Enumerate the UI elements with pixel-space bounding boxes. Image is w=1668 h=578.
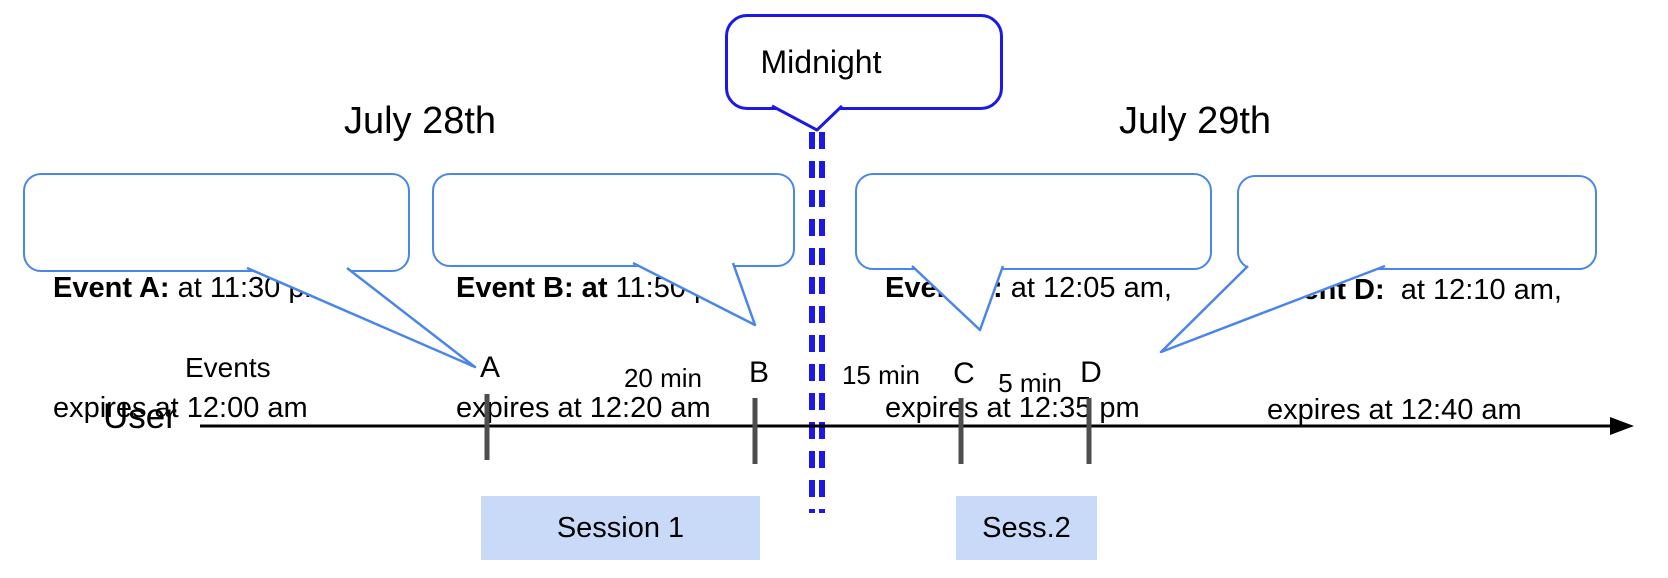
- marker-c-label: C: [953, 357, 975, 390]
- interval-5min-label: 5 min: [998, 368, 1062, 398]
- event-b-line1: Event B: at 11:50 pm,: [456, 272, 743, 304]
- session-2-label: Sess.2: [982, 511, 1071, 544]
- event-c-line1: Event C: at 12:05 am,: [885, 272, 1172, 304]
- interval-15min-label: 15 min: [841, 360, 921, 390]
- event-c-line2: expires at 12:35 pm: [885, 392, 1140, 424]
- event-d-line1: Event D: at 12:10 am,: [1267, 274, 1562, 306]
- event-d-line2: expires at 12:40 am: [1267, 394, 1522, 426]
- event-a-line2: expires at 12:00 am: [53, 392, 308, 424]
- date-heading-july-28: July 28th: [343, 100, 497, 142]
- event-b-callout: Event B: at 11:50 pm, expires at 12:20 a…: [432, 173, 795, 424]
- user-axis-label: User: [103, 397, 177, 436]
- session-1-label: Session 1: [556, 511, 685, 544]
- interval-20min-label: 20 min: [623, 363, 703, 393]
- marker-d-label: D: [1080, 356, 1102, 389]
- events-axis-label: Events: [185, 352, 271, 383]
- timeline-arrowhead-icon: [1610, 417, 1634, 435]
- marker-b-label: B: [748, 356, 769, 389]
- session-1-box: Session 1: [481, 496, 760, 560]
- event-d-callout: Event D: at 12:10 am, expires at 12:40 a…: [1237, 175, 1597, 426]
- event-b-line2: expires at 12:20 am: [456, 392, 711, 424]
- date-heading-july-29: July 29th: [1118, 100, 1272, 142]
- midnight-label: Midnight: [760, 43, 882, 80]
- event-c-callout: Event C: at 12:05 am, expires at 12:35 p…: [855, 173, 1212, 424]
- event-a-callout: Event A: at 11:30 pm, expires at 12:00 a…: [23, 173, 410, 424]
- event-a-line1: Event A: at 11:30 pm,: [53, 272, 337, 304]
- marker-a-label: A: [479, 351, 500, 384]
- midnight-callout: Midnight: [725, 14, 1003, 110]
- session-2-box: Sess.2: [956, 496, 1097, 560]
